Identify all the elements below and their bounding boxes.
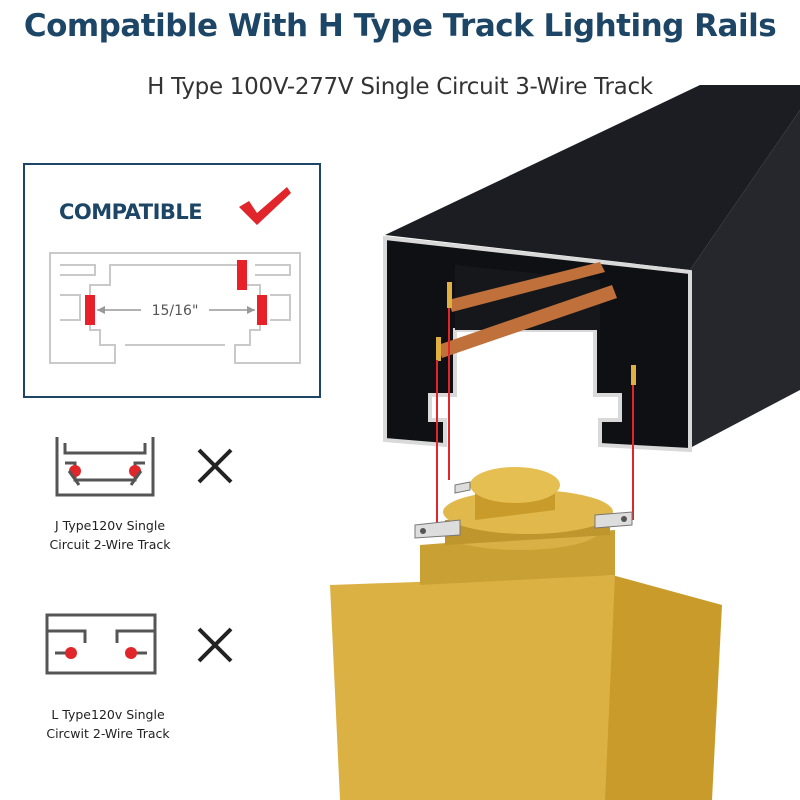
compatible-panel: COMPATIBLE 15/16" xyxy=(23,163,321,398)
l-track-caption-line2: Circwit 2-Wire Track xyxy=(46,726,170,741)
adapter-housing-front xyxy=(330,575,615,800)
h-track-profile-diagram: 15/16" xyxy=(49,252,301,364)
x-icon xyxy=(197,627,233,663)
track-rail-top xyxy=(385,85,800,270)
compatible-label: COMPATIBLE xyxy=(59,200,203,224)
dimension-label: 15/16" xyxy=(152,303,199,319)
page-subtitle: H Type 100V-277V Single Circuit 3-Wire T… xyxy=(147,74,653,100)
j-track-icon xyxy=(55,437,155,497)
j-track-caption: J Type120v Single Circuit 2-Wire Track xyxy=(20,516,200,554)
conductor-lower xyxy=(438,285,617,358)
l-track-icon xyxy=(45,613,157,675)
adapter-housing-side xyxy=(604,575,722,800)
track-rail-side xyxy=(690,110,800,448)
page-title: Compatible With H Type Track Lighting Ra… xyxy=(23,8,777,44)
track-rail-end-face xyxy=(383,235,692,453)
j-track-caption-line2: Circuit 2-Wire Track xyxy=(49,537,171,552)
conductor-upper xyxy=(448,262,605,312)
l-track-caption-line1: L Type120v Single xyxy=(51,707,165,722)
x-icon xyxy=(197,448,233,484)
j-track-caption-line1: J Type120v Single xyxy=(54,518,166,533)
checkmark-icon xyxy=(239,187,291,225)
l-track-caption: L Type120v Single Circwit 2-Wire Track xyxy=(18,705,198,743)
